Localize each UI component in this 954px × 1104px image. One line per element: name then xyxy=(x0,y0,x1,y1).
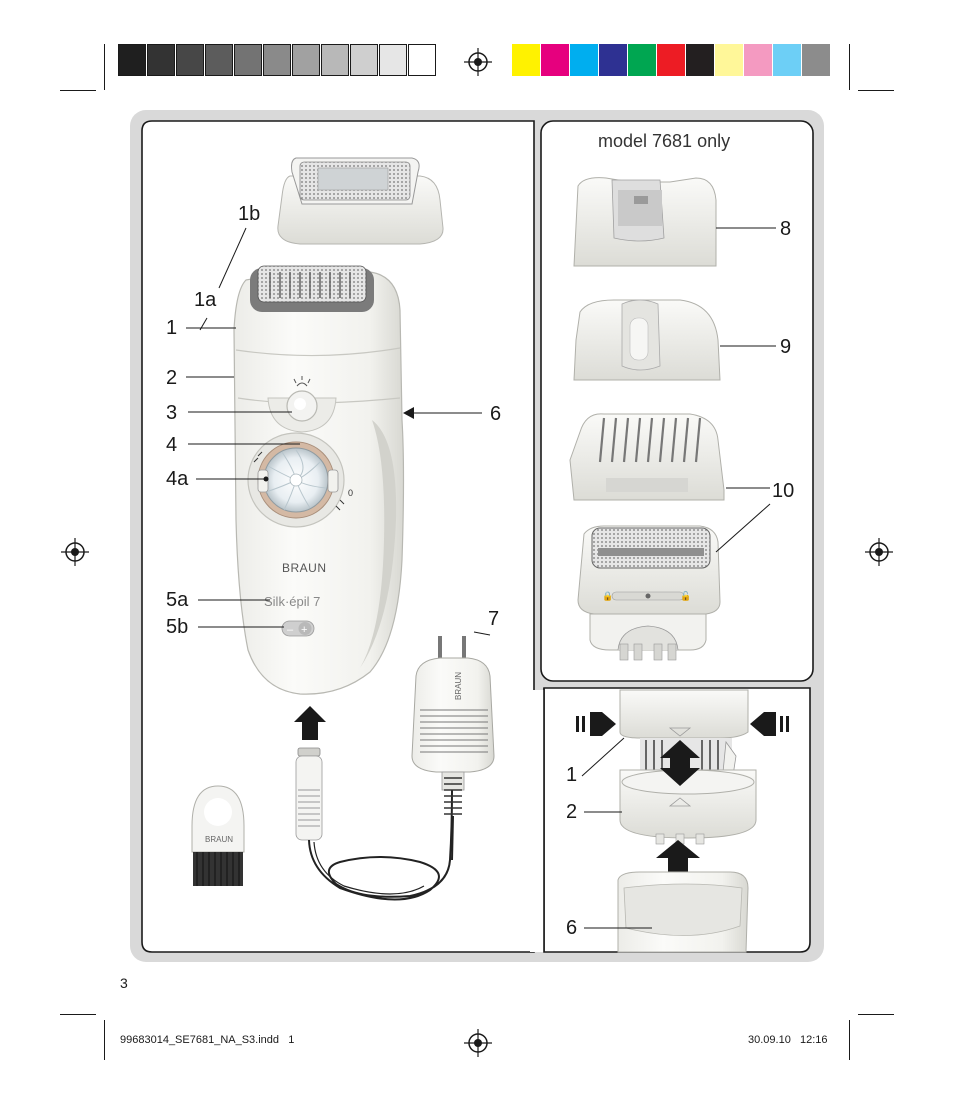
model-note: model 7681 only xyxy=(598,131,731,151)
registration-mark-icon xyxy=(61,538,89,566)
unlock-icon: 🔓 xyxy=(680,590,691,601)
crop-mark xyxy=(849,1020,850,1060)
crop-mark xyxy=(858,90,894,91)
registration-mark-icon xyxy=(464,48,492,76)
label-detail-6: 6 xyxy=(566,917,578,939)
crop-mark xyxy=(60,1014,96,1015)
gray-swatch xyxy=(147,44,175,76)
double-arrow-icon xyxy=(660,740,700,786)
color-swatch xyxy=(715,44,743,76)
label-5b: 5b xyxy=(166,616,189,638)
gray-swatch xyxy=(408,44,436,76)
label-1b: 1b xyxy=(238,203,261,225)
brush-brand: BRAUN xyxy=(205,835,233,844)
gray-swatch xyxy=(263,44,291,76)
plus-sign: + xyxy=(301,624,307,636)
brand-logo: BRAUN xyxy=(282,561,327,575)
crop-mark xyxy=(60,90,96,91)
lock-icon: 🔒 xyxy=(602,591,613,601)
label-8: 8 xyxy=(780,218,792,240)
color-swatch xyxy=(802,44,830,76)
gray-swatch xyxy=(176,44,204,76)
crop-mark xyxy=(104,44,105,90)
color-swatch xyxy=(744,44,772,76)
registration-mark-icon xyxy=(464,1029,492,1057)
footer-file-name: 99683014_SE7681_NA_S3.indd 1 xyxy=(120,1034,295,1046)
color-swatch xyxy=(628,44,656,76)
color-swatch xyxy=(686,44,714,76)
label-detail-1: 1 xyxy=(566,764,578,786)
color-swatch xyxy=(599,44,627,76)
label-10: 10 xyxy=(772,480,795,502)
crop-mark xyxy=(849,44,850,90)
label-5a: 5a xyxy=(166,589,189,611)
color-swatch xyxy=(657,44,685,76)
page-number: 3 xyxy=(120,975,128,991)
label-3: 3 xyxy=(166,402,178,424)
gray-swatch xyxy=(292,44,320,76)
label-2: 2 xyxy=(166,367,178,389)
gray-swatch xyxy=(321,44,349,76)
label-6: 6 xyxy=(490,403,502,425)
registration-mark-icon xyxy=(865,538,893,566)
color-swatch xyxy=(773,44,801,76)
crop-mark xyxy=(104,1020,105,1060)
gray-swatch xyxy=(118,44,146,76)
charger-brand: BRAUN xyxy=(454,672,463,700)
label-1a: 1a xyxy=(194,289,217,311)
color-swatch xyxy=(512,44,540,76)
switch-marker-zero: 0 xyxy=(348,488,353,498)
color-swatch xyxy=(541,44,569,76)
color-swatch xyxy=(570,44,598,76)
label-4: 4 xyxy=(166,434,178,456)
label-4a: 4a xyxy=(166,468,189,490)
label-9: 9 xyxy=(780,336,792,358)
gray-swatch xyxy=(234,44,262,76)
label-7: 7 xyxy=(488,608,500,630)
push-arrow-icon xyxy=(294,706,326,740)
footer-timestamp: 30.09.10 12:16 xyxy=(748,1034,828,1046)
gray-swatch xyxy=(350,44,378,76)
minus-sign: – xyxy=(287,624,294,636)
label-1: 1 xyxy=(166,317,178,339)
crop-mark xyxy=(858,1014,894,1015)
label-detail-2: 2 xyxy=(566,801,578,823)
gray-swatch xyxy=(205,44,233,76)
gray-swatch xyxy=(379,44,407,76)
product-name: Silk·épil 7 xyxy=(264,594,320,609)
